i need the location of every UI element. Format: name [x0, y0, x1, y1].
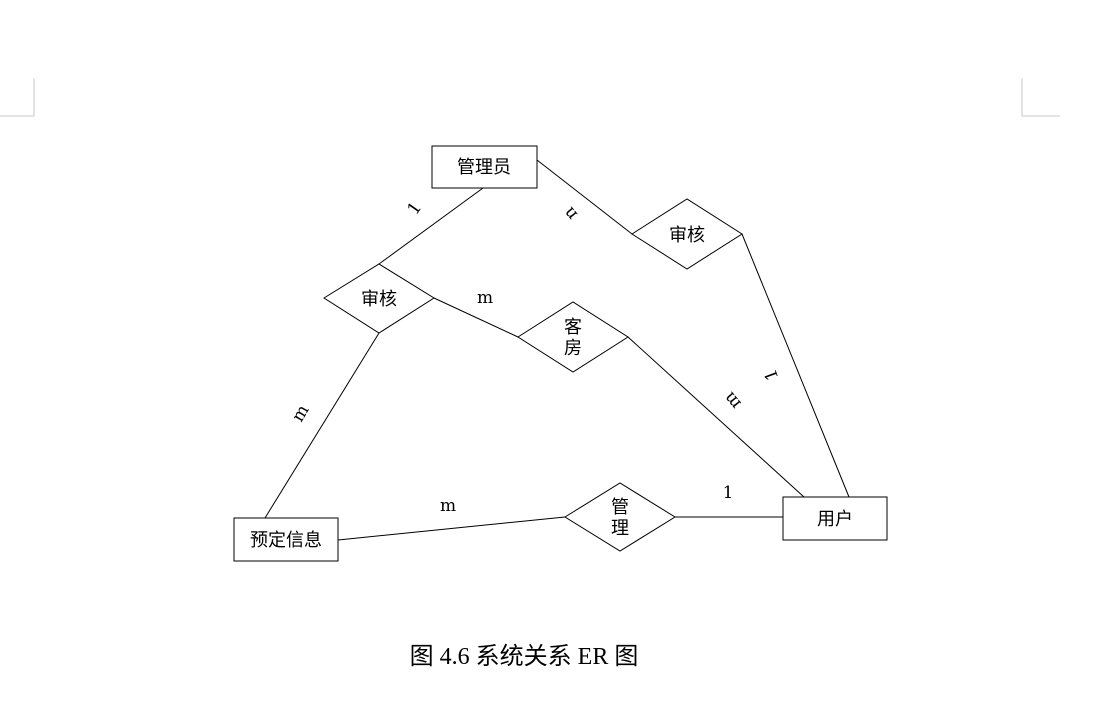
cardinality-admin-review-left: 1 — [404, 198, 427, 218]
entity-booking-label: 预定信息 — [250, 530, 322, 551]
line-room-user — [627, 336, 805, 498]
line-admin-review-top — [536, 159, 633, 235]
cardinality-manage-user: 1 — [723, 483, 734, 503]
entity-admin — [431, 145, 538, 189]
relationship-review-left — [323, 263, 435, 334]
line-review-top-user — [741, 233, 850, 498]
cardinality-review-top-user: 1 — [761, 366, 783, 383]
entity-user-label: 用户 — [817, 509, 853, 530]
line-review-left-booking — [264, 332, 380, 519]
entity-booking — [233, 517, 339, 562]
relationship-review-top-label: 审核 — [669, 225, 705, 246]
relationship-review-left-label: 审核 — [361, 289, 397, 310]
line-review-left-room — [433, 297, 519, 338]
relationship-manage-label-2: 理 — [611, 518, 629, 539]
entity-user — [782, 496, 888, 541]
page-corner-marks — [0, 78, 1060, 117]
cardinality-admin-review-top: n — [560, 203, 582, 224]
connectors — [264, 159, 850, 541]
cardinality-review-left-booking: m — [288, 402, 313, 426]
line-booking-manage — [337, 516, 566, 541]
cardinality-booking-manage: m — [440, 496, 456, 516]
relationship-review-top — [631, 198, 743, 270]
corner-mark-right — [1021, 78, 1060, 117]
relationship-manage — [564, 482, 676, 552]
cardinality-review-left-room: m — [477, 288, 493, 308]
corner-mark-left — [0, 78, 35, 117]
figure-caption: 图 4.6 系统关系 ER 图 — [409, 644, 639, 670]
line-admin-review-left — [378, 187, 484, 265]
relationship-room — [517, 301, 629, 373]
entity-admin-label: 管理员 — [457, 157, 511, 178]
relationship-room-label-2: 房 — [564, 338, 582, 359]
cardinality-room-user: m — [720, 388, 746, 413]
relationship-room-label-1: 客 — [564, 317, 582, 338]
relationship-manage-label-1: 管 — [611, 497, 629, 518]
